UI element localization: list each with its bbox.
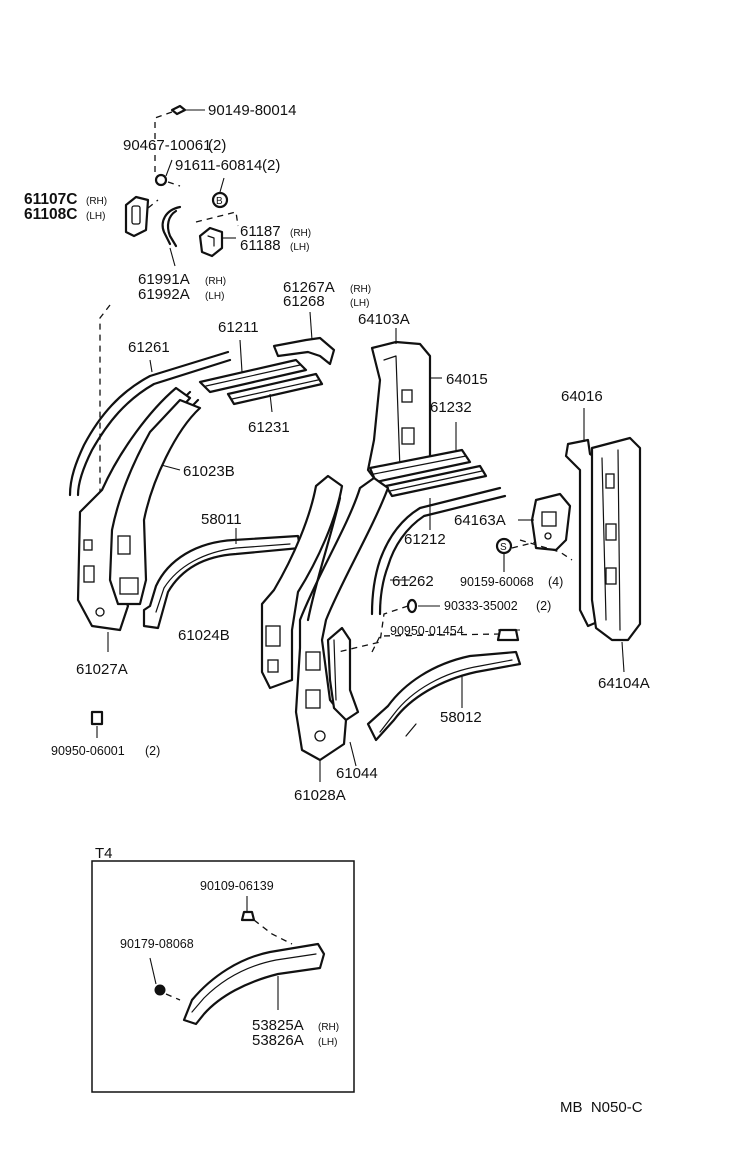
bracket-61107c: [124, 195, 159, 238]
label-90467-10061: 90467-10061: [123, 137, 211, 154]
weatherstrip-61262: [370, 486, 507, 616]
label-group: 90149-80014 90467-10061 (2) 91611-60814 …: [24, 102, 650, 1116]
label-61188-side: (LH): [290, 242, 309, 253]
pillar-61028a: [294, 476, 390, 782]
label-61027a: 61027A: [76, 661, 128, 678]
inset-t4-frame: [91, 860, 355, 1093]
clip-61044: [349, 741, 357, 767]
grommet-91611: [211, 177, 229, 209]
label-61231: 61231: [248, 419, 290, 436]
label-inset-t4: T4: [95, 845, 113, 862]
label-61187: 61187: [240, 223, 281, 240]
label-64015: 64015: [446, 371, 488, 388]
plug-90333: [406, 598, 440, 614]
label-90333-35002: 90333-35002: [444, 599, 518, 613]
inner-pillar-center: [306, 496, 360, 722]
label-58012: 58012: [440, 709, 482, 726]
label-90149-80014: 90149-80014: [208, 102, 296, 119]
label-90179-08068: 90179-08068: [120, 937, 194, 951]
label-61992a-side: (LH): [205, 291, 224, 302]
rail-61211: [198, 339, 308, 394]
rail-61231: [226, 372, 324, 413]
label-91611-60814-qty: (2): [262, 157, 280, 174]
trim-53825a: [182, 942, 326, 1026]
label-61232: 61232: [430, 399, 472, 416]
label-61187-side: (RH): [290, 228, 311, 239]
label-61108c: 61108C: [24, 206, 77, 223]
label-61107c: 61107C: [24, 191, 77, 208]
label-53826a: 53826A: [252, 1032, 304, 1049]
cap-90950-01454: [371, 628, 520, 653]
label-61267a-side: (RH): [350, 284, 371, 295]
screw-90149: [170, 104, 205, 116]
outer-pillar-64104a: [590, 436, 642, 673]
label-61107c-side: (RH): [86, 196, 107, 207]
label-61024b: 61024B: [178, 627, 230, 644]
label-90159-60068-qty: (4): [548, 575, 563, 589]
callout-s-letter: S: [500, 542, 507, 553]
label-61991a-side: (RH): [205, 276, 226, 287]
clip-90950-06001: [90, 710, 104, 738]
clip-90467: [154, 159, 181, 187]
label-64104a: 64104A: [598, 675, 650, 692]
rail-61212: [384, 464, 488, 530]
bracket-61187: [195, 211, 239, 258]
footer-reference: MB N050-C: [560, 1099, 643, 1116]
label-61188: 61188: [240, 237, 281, 254]
label-61268-side: (LH): [350, 298, 369, 309]
nut-90179: [149, 957, 181, 1001]
bracket-61267a: [272, 311, 336, 366]
inner-panel-61023b: [108, 398, 202, 606]
label-90950-01454: 90950-01454: [390, 624, 464, 638]
strap-61991a: [161, 205, 182, 267]
label-90950-06001: 90950-06001: [51, 744, 125, 758]
bracket-64163a: [518, 492, 572, 552]
label-61211: 61211: [218, 319, 259, 336]
label-61044: 61044: [336, 765, 378, 782]
label-61108c-side: (LH): [86, 211, 105, 222]
label-90467-10061-qty: (2): [208, 137, 226, 154]
label-61262: 61262: [392, 573, 434, 590]
label-61992a: 61992A: [138, 286, 190, 303]
label-53825a-side: (RH): [318, 1022, 339, 1033]
label-53826a-side: (LH): [318, 1037, 337, 1048]
label-90950-06001-qty: (2): [145, 744, 160, 758]
label-61267a: 61267A: [283, 279, 335, 296]
label-64016: 64016: [561, 388, 603, 405]
label-61023b: 61023B: [183, 463, 235, 480]
wheelhouse-58012: [366, 650, 522, 742]
label-61261: 61261: [128, 339, 170, 356]
label-61991a: 61991A: [138, 271, 190, 288]
label-64163a: 64163A: [454, 512, 506, 529]
label-53825a: 53825A: [252, 1017, 304, 1034]
label-58011: 58011: [201, 511, 242, 528]
label-91611-60814: 91611-60814: [175, 157, 262, 174]
weatherstrip-61261: [68, 350, 232, 497]
bolt-90109: [240, 896, 293, 945]
label-61028a: 61028A: [294, 787, 346, 804]
label-61268: 61268: [283, 293, 325, 310]
label-90109-06139: 90109-06139: [200, 879, 274, 893]
dashed-guide-left: [99, 304, 111, 600]
dashed-guide-center: [337, 605, 409, 653]
grommet-90159: [495, 537, 573, 572]
label-90159-60068: 90159-60068: [460, 575, 534, 589]
label-90333-35002-qty: (2): [536, 599, 551, 613]
callout-b-letter: B: [216, 196, 223, 207]
label-64103a: 64103A: [358, 311, 410, 328]
label-61212: 61212: [404, 531, 446, 548]
